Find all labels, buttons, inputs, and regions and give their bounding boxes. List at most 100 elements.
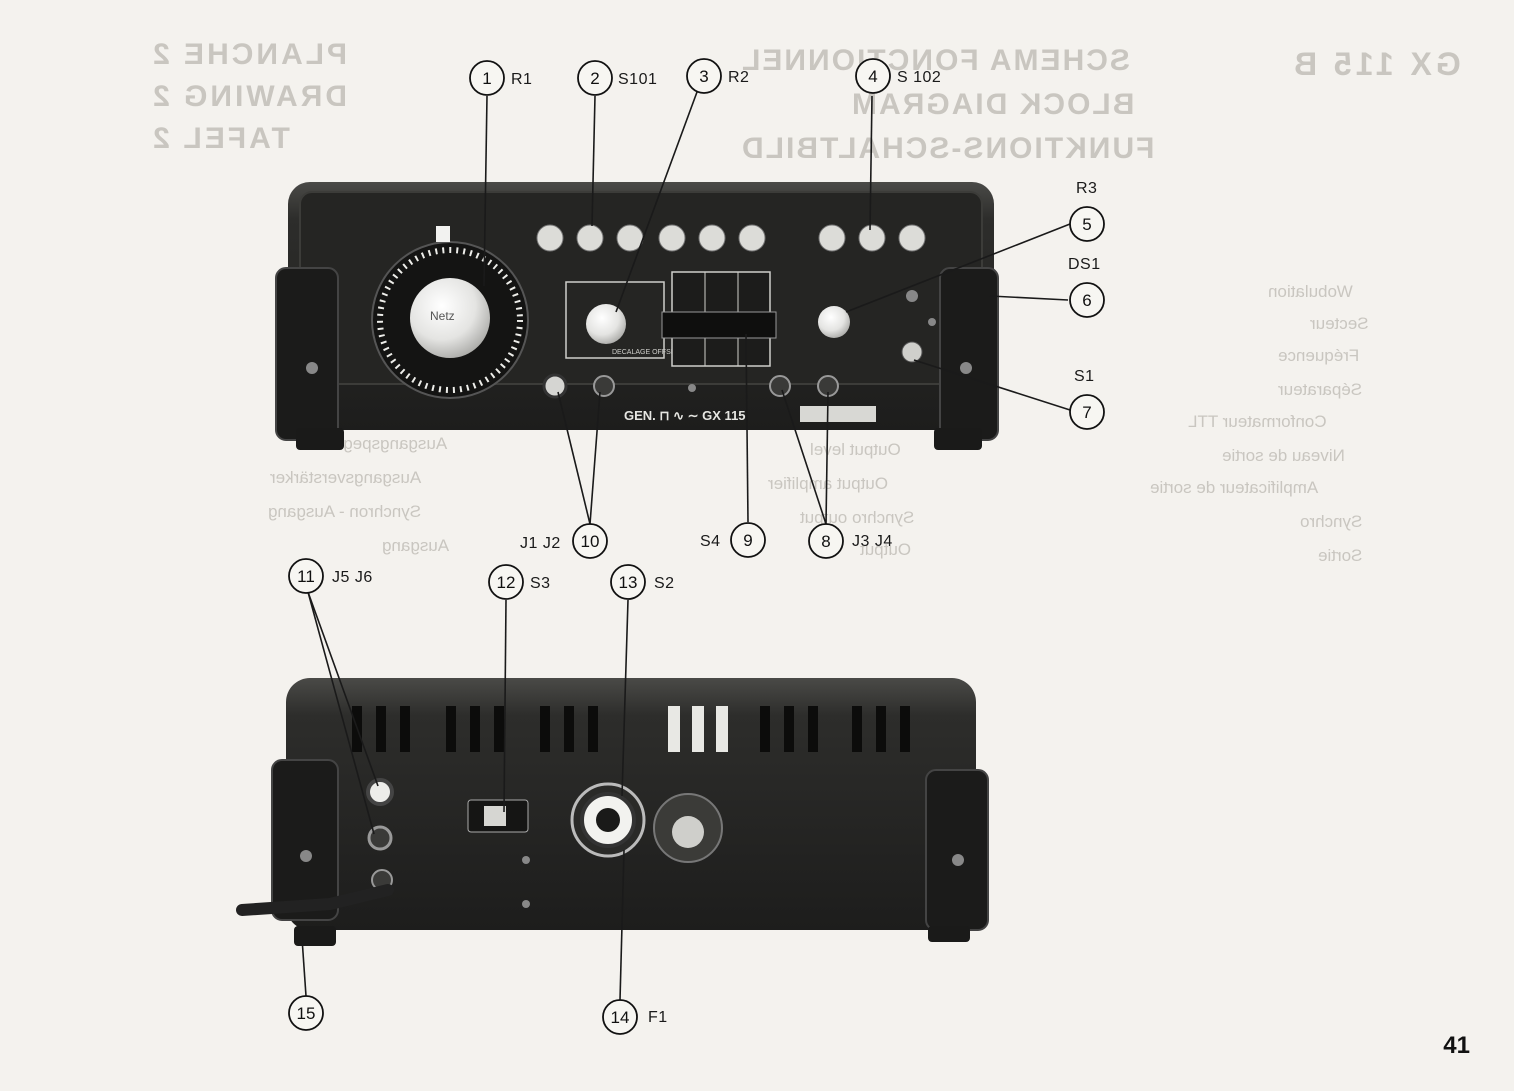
frequency-dial[interactable]: Netz	[371, 226, 529, 399]
leader-line	[483, 95, 488, 287]
screw-icon	[952, 854, 964, 866]
leader-line	[557, 391, 591, 525]
callout-marker-2: 2	[577, 60, 613, 96]
front-foot-right	[934, 428, 982, 450]
leader-line	[913, 359, 1071, 411]
callout-marker-9: 9	[730, 522, 766, 558]
callout-label-13: S2	[654, 575, 675, 592]
range-button[interactable]	[576, 224, 604, 252]
svg-text:2: 2	[590, 69, 599, 88]
leader-line	[307, 591, 379, 787]
range-button[interactable]	[536, 224, 564, 252]
leader-line	[589, 391, 601, 525]
callout-marker-10: 10	[572, 523, 608, 559]
output-jack-j2[interactable]	[593, 375, 615, 397]
svg-text:7: 7	[1082, 403, 1091, 422]
output-jack-j1[interactable]	[542, 373, 568, 399]
leader-line	[503, 599, 507, 813]
range-buttons	[536, 224, 926, 252]
leader-line	[825, 391, 829, 525]
svg-text:14: 14	[611, 1008, 630, 1027]
function-button[interactable]	[818, 224, 846, 252]
power-switch[interactable]	[901, 341, 923, 363]
leader-line	[989, 295, 1069, 301]
callout-marker-13: 13	[610, 564, 646, 600]
callout-marker-8: 8	[808, 523, 844, 559]
leader-line	[781, 389, 827, 525]
callout-marker-14: 14	[602, 999, 638, 1035]
screw-icon	[928, 318, 936, 326]
callout-label-1: R1	[511, 71, 533, 88]
level-knob[interactable]	[818, 306, 850, 338]
callout-label-2: S101	[618, 71, 658, 88]
dial-indicator	[436, 226, 450, 242]
rear-jack-j6[interactable]	[367, 825, 393, 851]
leader-line	[745, 333, 749, 523]
function-button[interactable]	[898, 224, 926, 252]
rear-left-handle	[271, 759, 339, 921]
range-button[interactable]	[658, 224, 686, 252]
function-button[interactable]	[858, 224, 886, 252]
svg-text:11: 11	[297, 567, 315, 586]
svg-text:8: 8	[821, 532, 830, 551]
dial-knob[interactable]	[410, 278, 490, 358]
svg-text:6: 6	[1082, 291, 1091, 310]
leader-line	[615, 91, 698, 313]
leader-line	[307, 591, 375, 835]
leader-line	[845, 223, 1071, 313]
offset-knob[interactable]	[586, 304, 626, 344]
rear-view	[236, 678, 989, 946]
rear-jack-j5[interactable]	[366, 778, 394, 806]
fuse-cap[interactable]	[672, 816, 704, 848]
svg-text:15: 15	[297, 1004, 316, 1023]
power-cord	[236, 884, 394, 916]
callout-marker-15: 15	[288, 995, 324, 1031]
front-view: Netz DECALAGE OFFSET	[275, 182, 999, 450]
callout-label-3: R2	[728, 69, 750, 86]
screw-icon	[960, 362, 972, 374]
leader-line	[591, 95, 596, 227]
sync-jack-j3[interactable]	[769, 375, 791, 397]
screw-icon	[522, 900, 530, 908]
callout-label-6: DS1	[1068, 256, 1101, 273]
callout-markers: 1 2 3 4 5 6 7 8 9 10 11 12 13 14 15	[288, 58, 1105, 1035]
attenuator-switch[interactable]	[661, 271, 777, 367]
screw-icon	[688, 384, 696, 392]
svg-text:3: 3	[699, 67, 708, 86]
callout-marker-4: 4	[855, 58, 891, 94]
offset-label: DECALAGE OFFSET	[612, 349, 680, 356]
voltage-switch-slider[interactable]	[484, 806, 506, 826]
page-number: 41	[1443, 1032, 1470, 1059]
left-handle	[275, 267, 339, 441]
range-button[interactable]	[738, 224, 766, 252]
range-button[interactable]	[698, 224, 726, 252]
screw-icon	[306, 362, 318, 374]
screw-icon	[300, 850, 312, 862]
svg-text:10: 10	[581, 532, 600, 551]
callout-label-10: J1 J2	[520, 535, 561, 552]
pilot-lamp-icon	[906, 290, 918, 302]
leader-lines	[301, 91, 1071, 1001]
callout-label-4: S 102	[897, 69, 942, 86]
svg-text:9: 9	[743, 531, 752, 550]
callout-label-12: S3	[530, 575, 551, 592]
mains-selector-center	[596, 808, 620, 832]
callout-marker-6: 6	[1069, 282, 1105, 318]
rear-foot-left	[294, 926, 336, 946]
front-foot-left	[296, 428, 344, 450]
leader-line	[621, 599, 629, 797]
callout-label-11: J5 J6	[332, 569, 373, 586]
leader-line	[619, 849, 625, 1001]
rear-right-handle	[925, 769, 989, 931]
svg-text:5: 5	[1082, 215, 1091, 234]
svg-text:1: 1	[482, 69, 491, 88]
callout-marker-11: 11	[288, 558, 324, 594]
svg-text:12: 12	[497, 573, 516, 592]
callout-label-5: R3	[1076, 180, 1098, 197]
callout-marker-3: 3	[686, 58, 722, 94]
svg-text:13: 13	[619, 573, 638, 592]
callout-label-14: F1	[648, 1009, 668, 1026]
screw-icon	[522, 856, 530, 864]
